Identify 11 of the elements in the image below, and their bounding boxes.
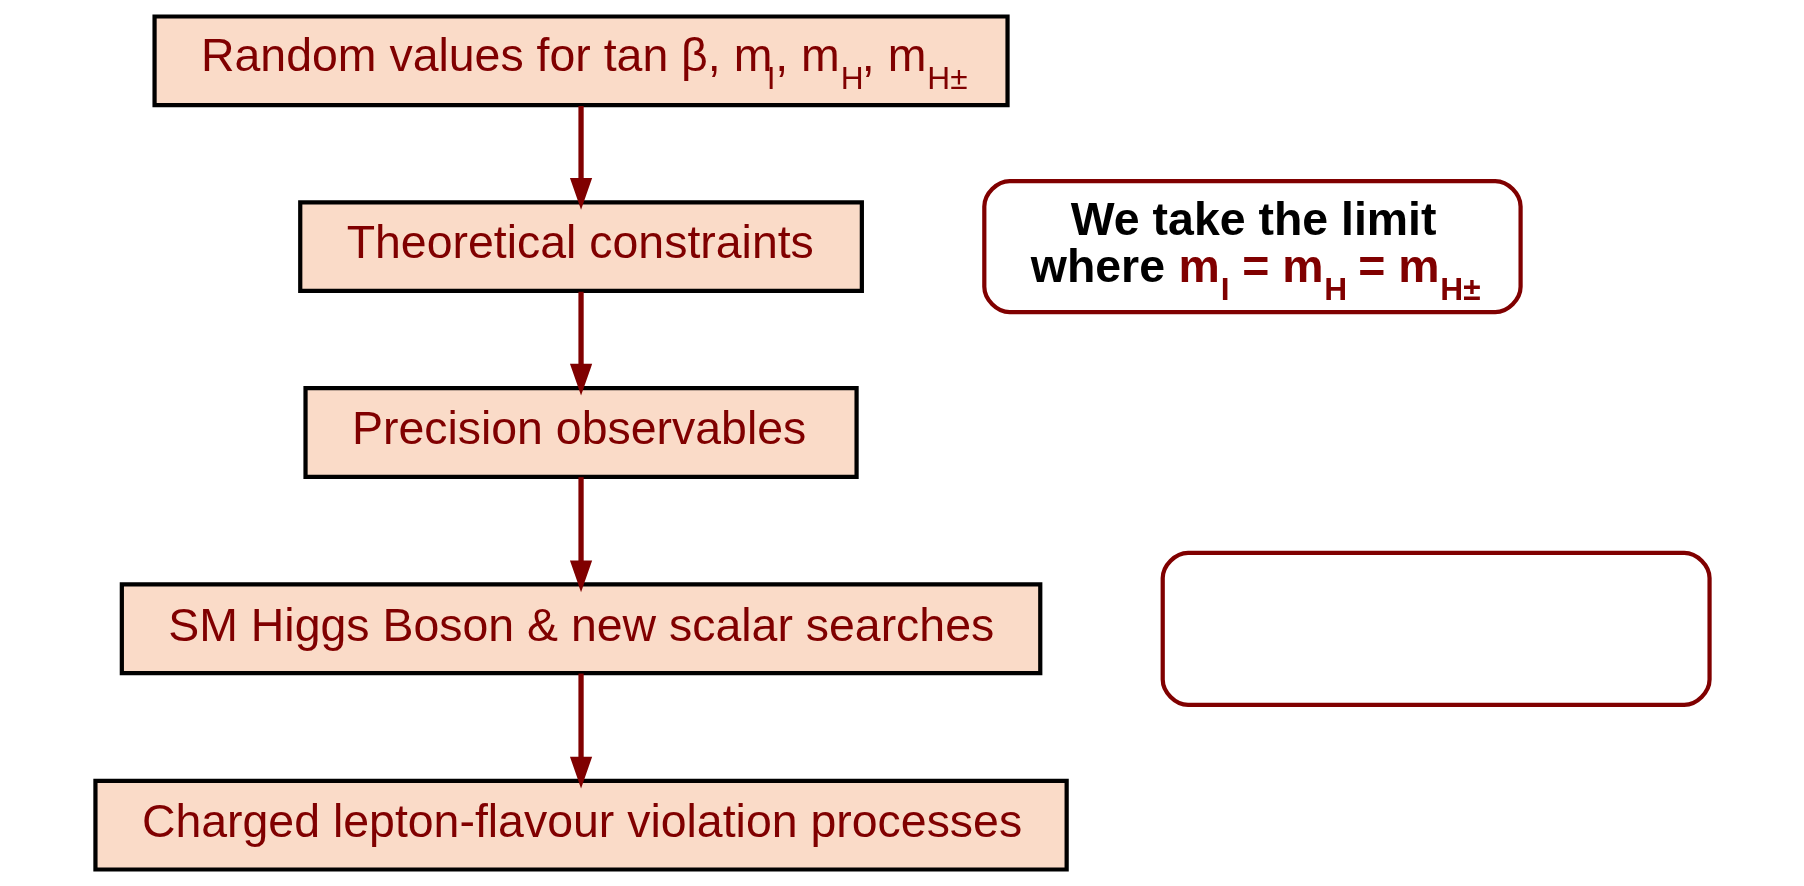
- node-box: Theoretical constraints: [297, 200, 864, 294]
- node-box: We take the limit where m$_{I}$ = m$_{H}$ = m$_{H±}$: [981, 179, 1523, 315]
- node-box: Random values for tan β, m$_{I}$, m$_{H}$, m$_{H±}$: [151, 14, 1010, 108]
- node-box: Charged lepton-flavour violation processes: [92, 778, 1069, 872]
- node-box: Precision observables: [302, 386, 859, 479]
- arrow: [569, 106, 592, 210]
- arrow: [569, 673, 592, 789]
- node-box: SM Higgs Boson & new scalar searches: [119, 582, 1042, 676]
- arrow: [569, 477, 592, 593]
- node-box: [1160, 550, 1712, 707]
- arrow: [569, 291, 592, 396]
